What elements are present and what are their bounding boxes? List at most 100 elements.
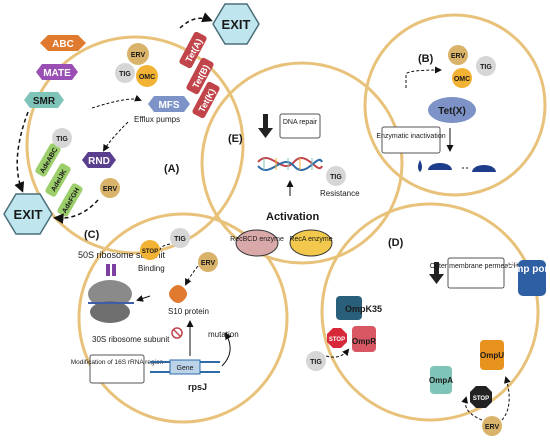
svg-text:OmpK35: OmpK35 [345,304,382,314]
svg-text:RND: RND [88,156,110,167]
ompa-porin: OmpA [429,366,453,394]
erv-badge-a: ERV [127,43,149,65]
svg-text:OmpA: OmpA [429,376,453,385]
efflux-label: Efflux pumps [134,115,180,124]
erv-badge-c: ERV [198,252,218,272]
erv-badge-a2: ERV [100,178,120,198]
ribo50-label: 50S ribosome subunit [78,250,166,260]
svg-text:Modification of 16S rRNA regio: Modification of 16S rRNA region [71,359,164,366]
exit-top-hexagon: EXIT [212,3,260,45]
svg-text:OmpR: OmpR [352,337,376,346]
svg-text:ERV: ERV [131,52,146,59]
svg-text:ERV: ERV [451,53,466,60]
mfs-pump: MFS [148,96,190,112]
stop-sign-d1: STOP [327,328,347,348]
svg-text:ERV: ERV [485,424,500,431]
resistance-label: Resistance [320,189,360,198]
tig-badge-a2: TIG [52,128,72,148]
svg-text:EXIT: EXIT [14,207,43,222]
binding-label: Binding [138,264,165,273]
ring-b [363,13,547,197]
s10-protein-icon [169,285,187,303]
s10-label: S10 protein [168,307,209,316]
svg-text:TIG: TIG [56,136,68,143]
ribosome-icon [88,264,134,323]
modification-box: Modification of 16S rRNA region [71,354,164,384]
svg-text:TIG: TIG [480,64,492,71]
reca-enzyme: RecA enzyme [289,229,333,257]
ribo30-label: 30S ribosome subunit [92,335,170,344]
svg-text:EXIT: EXIT [222,17,251,32]
svg-text:Tet(X): Tet(X) [438,106,466,117]
svg-text:TIG: TIG [174,236,186,243]
svg-text:STOP: STOP [142,249,158,255]
rpsj-label: rpsJ [188,382,207,392]
svg-text:Omp porin: Omp porin [507,264,550,275]
inactivation-box: Enzymatic inactivation [376,126,446,154]
svg-text:Enzymatic inactivation: Enzymatic inactivation [376,133,445,140]
ompk35-porin: OmpK35 [336,296,382,320]
panel-b-label: (B) [418,53,434,65]
stop-sign-d2: STOP [470,386,492,408]
panel-c-label: (C) [84,229,100,241]
tetx-enzyme: Tet(X) [428,97,476,123]
ompu-porin: OmpU [480,340,504,370]
rnd-pump: RND [82,152,116,168]
svg-text:ABC: ABC [52,39,74,50]
omc-badge-a: OMC [136,65,158,87]
prohibit-icon [171,327,183,339]
exit-bottom-hexagon: EXIT [3,193,53,235]
svg-text:TIG: TIG [119,71,131,78]
svg-text:OMC: OMC [139,74,155,81]
tig-badge-e: TIG [326,166,346,186]
gene-strand: Gene [150,359,220,375]
ring-c [77,212,289,424]
svg-text:OMC: OMC [454,76,470,83]
svg-text:STOP: STOP [473,396,489,402]
activation-label: Activation [266,211,319,223]
svg-text:Gene: Gene [176,365,193,372]
recbcd-enzyme: RecBCD enzyme [230,229,284,257]
ring-a [25,35,245,255]
tig-badge-b: TIG [476,56,496,76]
svg-text:ERV: ERV [201,260,216,267]
smr-pump: SMR [24,92,64,108]
svg-text:MATE: MATE [43,68,71,79]
dna-repair-box: DNA repair [279,113,321,139]
ring-d [320,202,540,422]
svg-text:STOP: STOP [329,337,345,343]
enzyme-reaction-icon [418,160,496,172]
down-arrow-icon-d [429,262,444,284]
panel-d-label: (D) [388,237,404,249]
omp-porin: Omp porin [507,260,550,296]
svg-text:ERV: ERV [103,186,118,193]
svg-text:RecA enzyme: RecA enzyme [289,236,332,243]
outer-membrane-box: Outer membrane permeability [430,257,523,289]
tig-badge-a1: TIG [115,63,135,83]
down-arrow-icon [258,114,273,138]
tig-badge-d: TIG [306,351,326,371]
mate-pump: MATE [36,64,78,80]
dna-helix-icon [257,156,323,172]
mutation-label: mutation [208,330,239,339]
svg-text:TIG: TIG [330,174,342,181]
svg-text:SMR: SMR [33,96,56,107]
svg-text:TIG: TIG [310,359,322,366]
omc-badge-b: OMC [452,68,472,88]
erv-badge-d: ERV [482,416,502,436]
tig-badge-c: TIG [170,228,190,248]
panel-e-label: (E) [228,133,243,145]
stop-badge-c: STOP [140,240,160,260]
svg-text:Outer membrane permeability: Outer membrane permeability [430,263,523,270]
svg-text:OmpU: OmpU [480,351,504,360]
ring-e [200,61,404,265]
erv-badge-b: ERV [448,45,468,65]
svg-text:DNA repair: DNA repair [283,119,318,126]
ompr-porin: OmpR [352,326,376,352]
panel-a-label: (A) [164,163,180,175]
svg-text:MFS: MFS [158,100,179,111]
svg-text:RecBCD enzyme: RecBCD enzyme [230,236,284,243]
abc-pump: ABC [40,35,86,51]
